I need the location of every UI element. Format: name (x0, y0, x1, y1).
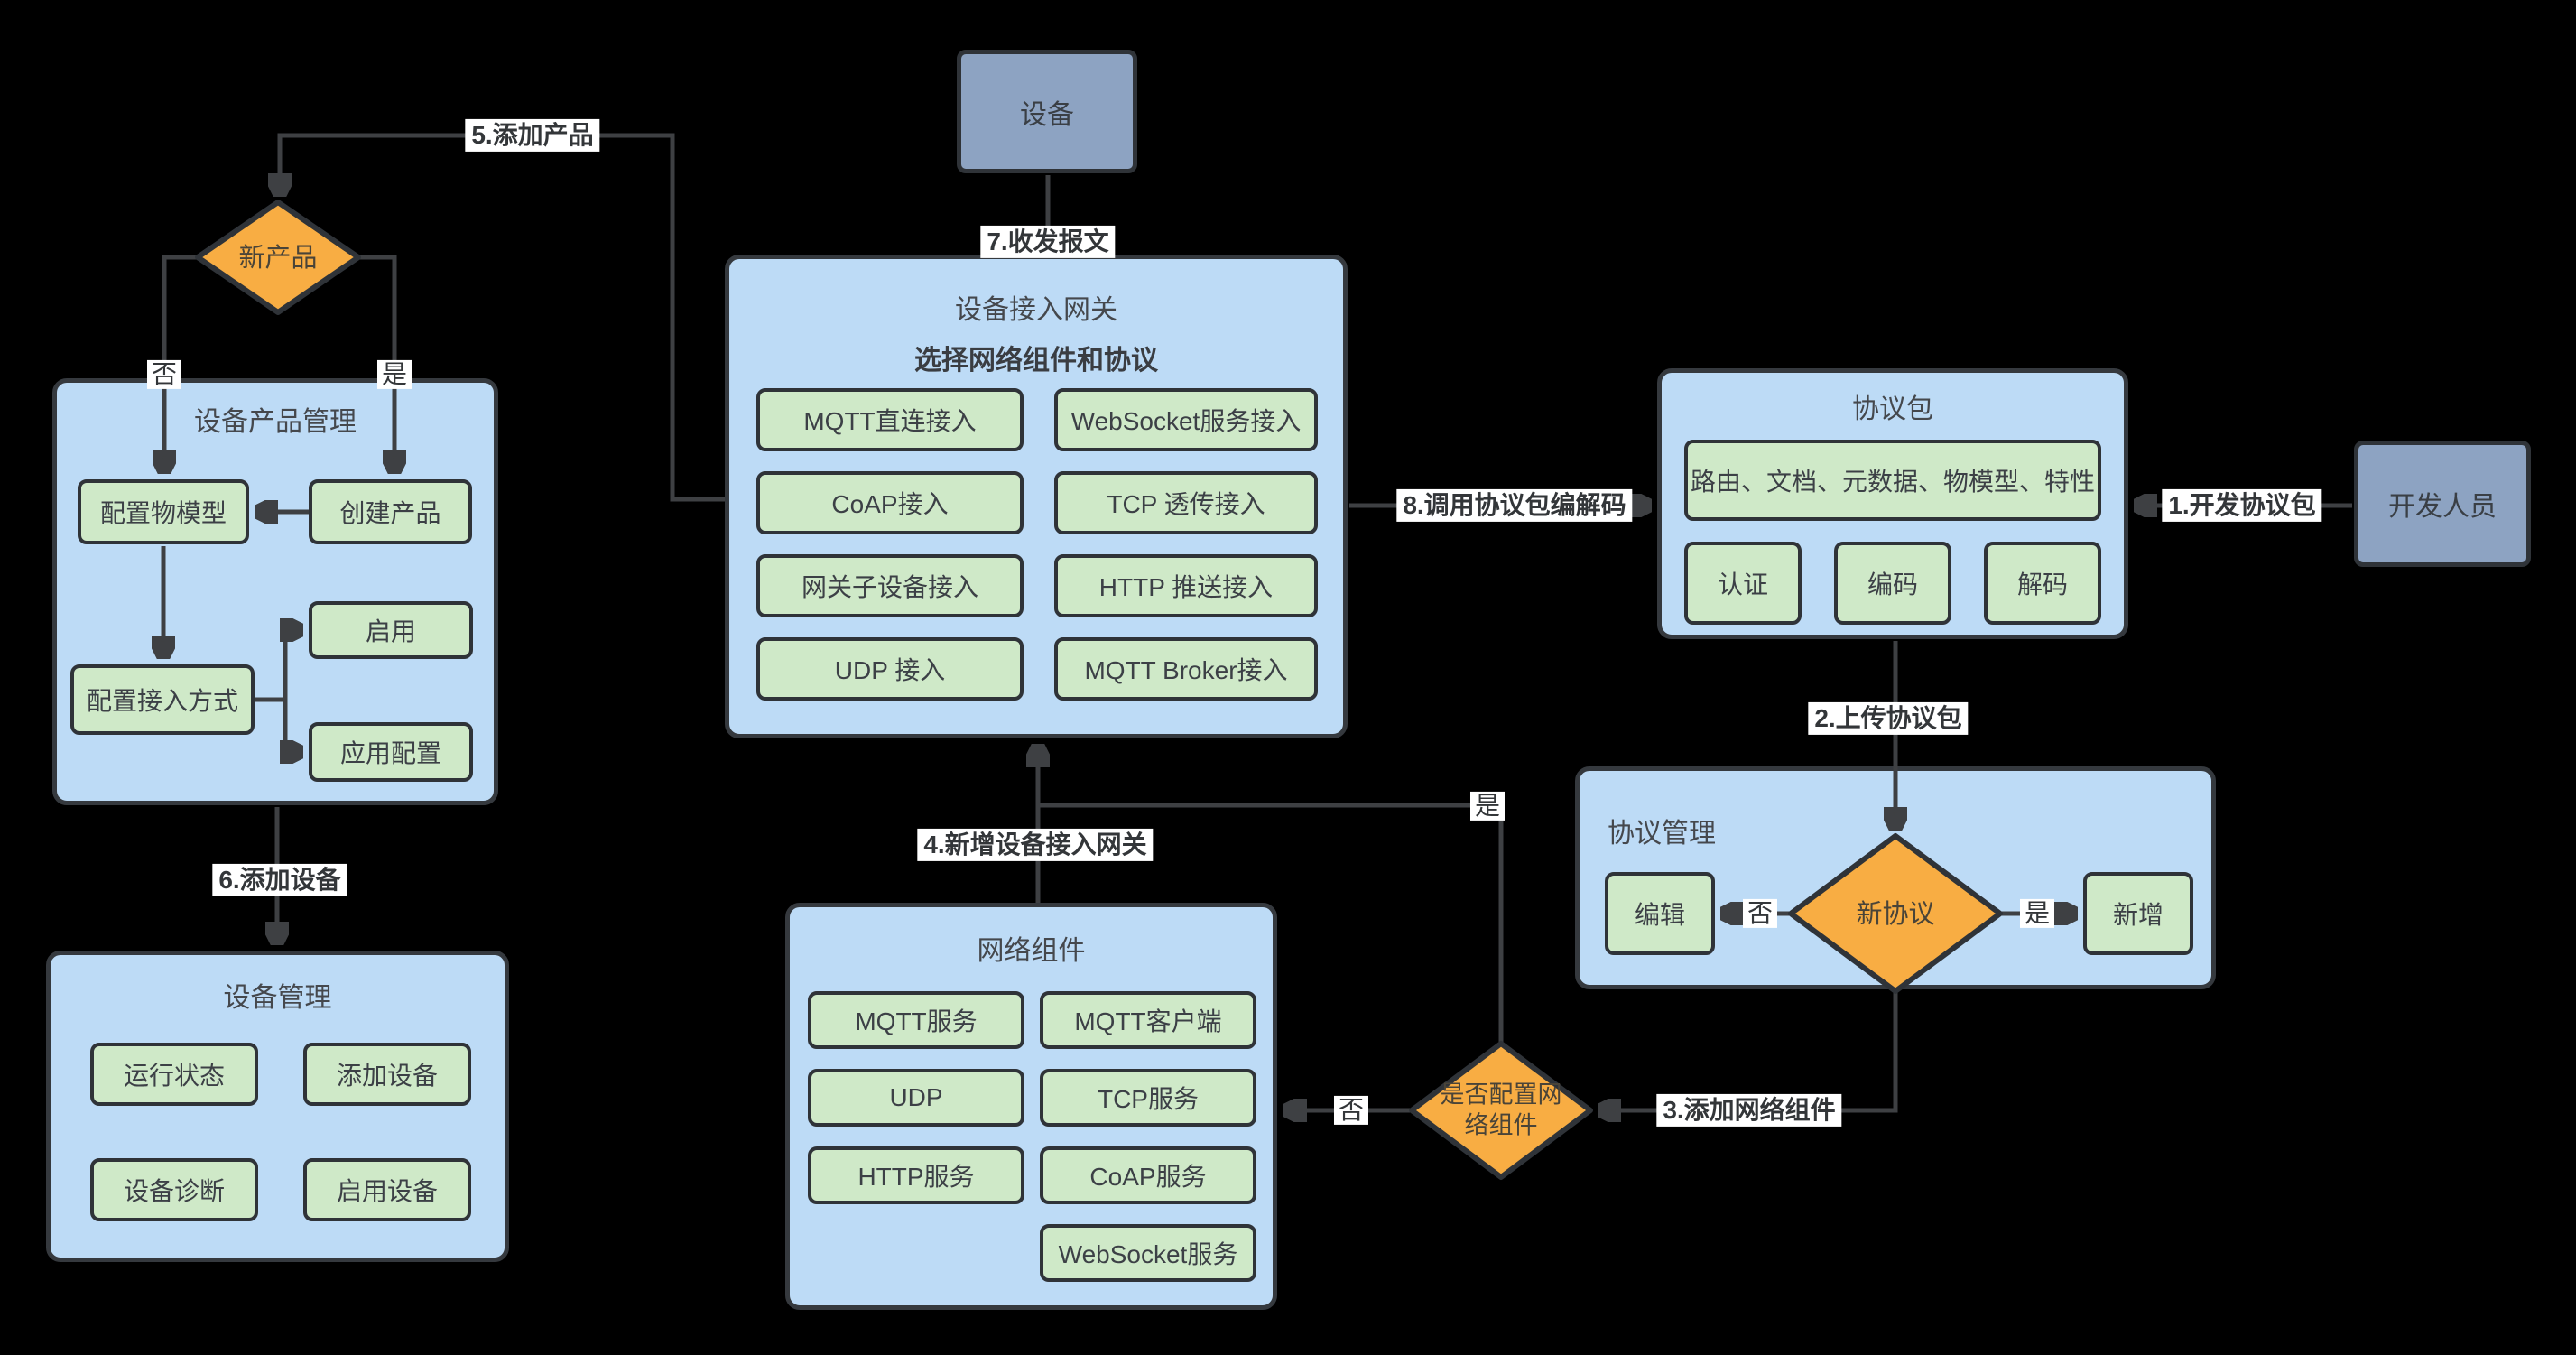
gateway-button-mqtt-direct: MQTT直连接入 (756, 388, 1024, 451)
device-mgmt-diagnosis-button: 设备诊断 (90, 1158, 258, 1221)
gateway-title: 设备接入网关 (955, 295, 1117, 325)
gateway-button-websocket-service: WebSocket服务接入 (1054, 388, 1318, 451)
protocol-package-encode-button: 编码 (1834, 542, 1951, 625)
edge-access-to-enable (255, 630, 300, 702)
config-network-diamond-label: 是否配置网 络组件 (1441, 1080, 1562, 1141)
edge-label-step1: 1.开发协议包 (2162, 488, 2322, 523)
network-button-coap-service: CoAP服务 (1040, 1146, 1256, 1204)
product-mgmt-enable-button: 启用 (309, 601, 473, 659)
label-config-network-no: 否 (1333, 1095, 1369, 1126)
edge-step3 (1601, 991, 1898, 1110)
network-button-mqtt-client: MQTT客户端 (1040, 991, 1256, 1049)
protocol-mgmt-title: 协议管理 (1608, 819, 1716, 849)
edge-label-step6: 6.添加设备 (212, 863, 347, 897)
config-network-diamond (1409, 1041, 1593, 1180)
gateway-button-gateway-subdevice: 网关子设备接入 (756, 554, 1024, 617)
config-network-diamond-line2: 络组件 (1464, 1111, 1538, 1138)
gateway-button-mqtt-broker: MQTT Broker接入 (1054, 637, 1318, 701)
protocol-package-capabilities-button: 路由、文档、元数据、物模型、特性 (1684, 440, 2101, 521)
gateway-button-coap: CoAP接入 (756, 471, 1024, 534)
new-protocol-diamond-label: 新协议 (1856, 899, 1935, 929)
new-product-diamond-label: 新产品 (238, 243, 318, 273)
gateway-button-tcp-passthrough: TCP 透传接入 (1054, 471, 1318, 534)
new-product-diamond (195, 200, 361, 315)
edge-new-product-yes (357, 255, 394, 470)
protocol-package-auth-button: 认证 (1684, 542, 1802, 625)
product-mgmt-create-button: 创建产品 (309, 479, 472, 544)
device-mgmt-run-status-button: 运行状态 (90, 1043, 258, 1106)
device-actor-box: 设备 (957, 50, 1137, 173)
product-mgmt-model-button: 配置物模型 (78, 479, 249, 544)
network-components-title: 网络组件 (977, 936, 1086, 966)
edge-label-step3: 3.添加网络组件 (1656, 1093, 1842, 1128)
protocol-package-decode-button: 解码 (1984, 542, 2101, 625)
edge-label-step5: 5.添加产品 (465, 118, 600, 153)
label-new-protocol-yes: 是 (2019, 898, 2055, 929)
device-mgmt-add-device-button: 添加设备 (303, 1043, 471, 1106)
product-mgmt-title: 设备产品管理 (194, 407, 357, 437)
edge-label-step4: 4.新增设备接入网关 (917, 828, 1154, 862)
edge-step5 (280, 133, 725, 502)
label-new-protocol-no: 否 (1742, 898, 1778, 929)
developer-actor-box: 开发人员 (2354, 441, 2531, 567)
edge-new-product-no (164, 255, 199, 470)
developer-actor-label: 开发人员 (2388, 492, 2497, 522)
new-protocol-diamond (1788, 833, 2003, 994)
device-mgmt-enable-device-button: 启用设备 (303, 1158, 471, 1221)
edge-access-to-app (285, 700, 300, 752)
label-new-product-yes: 是 (376, 359, 412, 390)
network-button-mqtt-service: MQTT服务 (808, 991, 1024, 1049)
protocol-package-title: 协议包 (1852, 394, 1933, 424)
label-new-product-no: 否 (146, 359, 182, 390)
product-mgmt-access-button: 配置接入方式 (70, 664, 255, 735)
label-config-network-yes: 是 (1469, 791, 1506, 821)
device-actor-label: 设备 (1020, 99, 1074, 130)
network-button-websocket-service: WebSocket服务 (1040, 1224, 1256, 1282)
config-network-diamond-line1: 是否配置网 (1440, 1081, 1562, 1109)
network-button-udp: UDP (808, 1069, 1024, 1127)
product-mgmt-app-config-button: 应用配置 (309, 722, 473, 782)
protocol-mgmt-edit-button: 编辑 (1605, 872, 1715, 955)
network-button-http-service: HTTP服务 (808, 1146, 1024, 1204)
gateway-button-http-push: HTTP 推送接入 (1054, 554, 1318, 617)
network-button-tcp-service: TCP服务 (1040, 1069, 1256, 1127)
gateway-button-udp: UDP 接入 (756, 637, 1024, 701)
protocol-mgmt-add-button: 新增 (2083, 872, 2193, 955)
edge-label-step2: 2.上传协议包 (1808, 701, 1969, 736)
edge-label-step8: 8.调用协议包编解码 (1396, 488, 1633, 523)
device-mgmt-title: 设备管理 (223, 983, 332, 1013)
gateway-subtitle: 选择网络组件和协议 (914, 346, 1158, 376)
edge-label-step7: 7.收发报文 (980, 225, 1116, 259)
